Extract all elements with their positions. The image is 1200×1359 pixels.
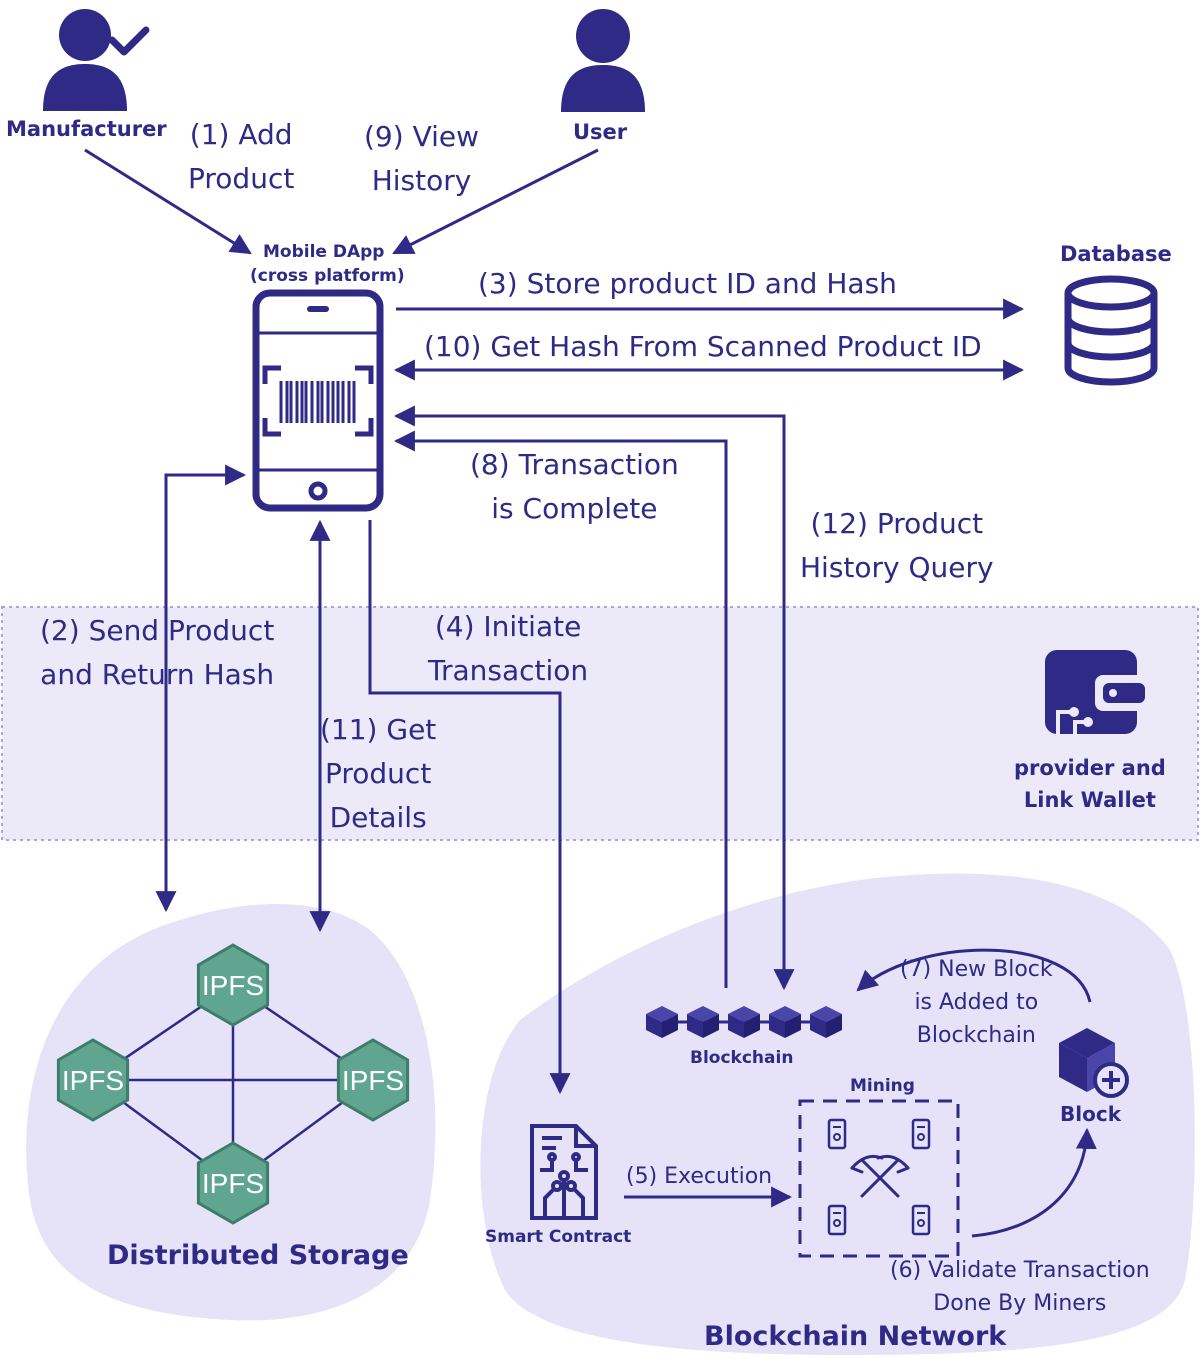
user-check-icon (43, 9, 150, 111)
manufacturer-label: Manufacturer (6, 117, 167, 141)
arrow-step-12 (393, 405, 795, 991)
svg-text:IPFS: IPFS (342, 1065, 404, 1096)
wallet-icon (1045, 650, 1145, 734)
mining-box (798, 1099, 960, 1258)
arrow-step-7 (856, 948, 1092, 1003)
ipfs-node: IPFS (56, 1038, 130, 1122)
blockchain-label: Blockchain (690, 1048, 794, 1068)
svg-text:IPFS: IPFS (202, 1168, 264, 1199)
blockchain-network-region (480, 873, 1195, 1355)
blockchain-cubes-icon (646, 1006, 842, 1038)
pickaxe-icon (850, 1154, 910, 1198)
phone-barcode-icon (252, 289, 384, 512)
arrow-step-8 (393, 430, 728, 988)
arrow-step-6 (971, 1127, 1097, 1238)
step-5-label: (5) Execution (626, 1164, 773, 1189)
arrow-step-2 (155, 464, 247, 913)
ipfs-node: IPFS (196, 1141, 270, 1225)
mining-label: Mining (850, 1076, 915, 1096)
user-icon (561, 9, 645, 112)
arrow-step-4 (368, 520, 571, 1095)
smart-contract-icon (530, 1124, 598, 1220)
distributed-storage-title: Distributed Storage (107, 1240, 409, 1271)
distributed-storage-region (26, 903, 436, 1321)
svg-text:IPFS: IPFS (62, 1065, 124, 1096)
ipfs-node: IPFS (196, 943, 270, 1027)
database-icon (1064, 275, 1158, 386)
arrow-step-1 (84, 148, 252, 255)
block-plus-icon (1059, 1028, 1129, 1098)
ipfs-node: IPFS (336, 1038, 410, 1122)
smart-contract-label: Smart Contract (485, 1227, 632, 1247)
blockchain-network-title: Blockchain Network (704, 1321, 1007, 1352)
arrow-step-9 (392, 148, 599, 255)
user-label: User (573, 120, 628, 144)
app-name: Mobile DApp (263, 242, 385, 262)
step-10-label: (10) Get Hash From Scanned Product ID (424, 330, 982, 363)
database-label: Database (1060, 242, 1172, 266)
step-3-label: (3) Store product ID and Hash (478, 267, 897, 300)
flow-arrows (84, 148, 1097, 1238)
app-platform: (cross platform) (250, 266, 405, 286)
miner-servers (827, 1118, 931, 1236)
block-label: Block (1060, 1102, 1121, 1126)
svg-text:IPFS: IPFS (202, 970, 264, 1001)
